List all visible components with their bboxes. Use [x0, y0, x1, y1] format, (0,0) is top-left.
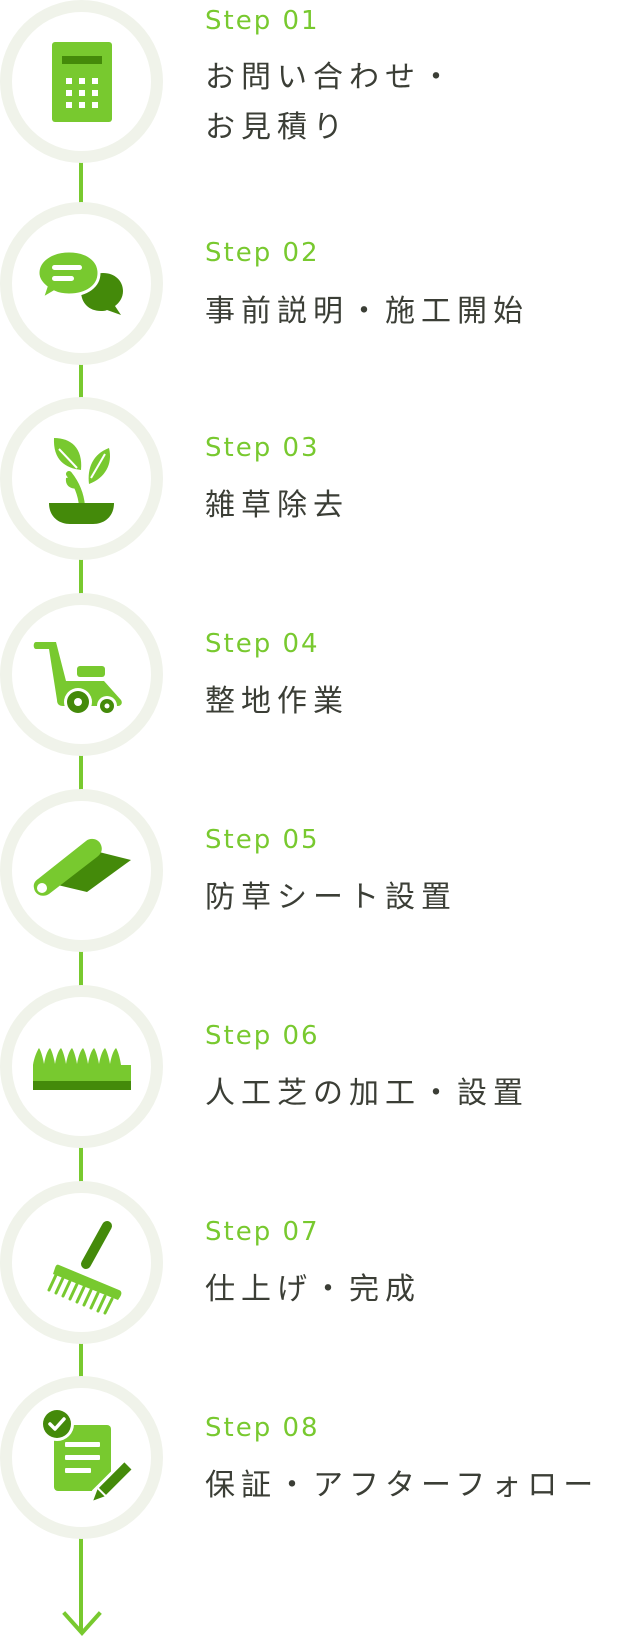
- step-title: 防草シート設置: [205, 880, 457, 915]
- step-title-line2: お見積り: [205, 110, 349, 145]
- connector-line: [79, 1536, 83, 1632]
- connector-line: [79, 362, 83, 400]
- step-title: 仕上げ・完成: [205, 1272, 421, 1307]
- document-check-pencil-icon: [21, 1397, 142, 1518]
- step-07: Step 07 仕上げ・完成: [0, 1181, 618, 1344]
- step-label: Step 01: [205, 6, 320, 36]
- step-08: Step 08 保証・アフターフォロー: [0, 1376, 618, 1539]
- step-label: Step 06: [205, 1021, 320, 1051]
- connector-line: [79, 752, 83, 792]
- step-01: Step 01 お問い合わせ・ お見積り: [0, 0, 618, 163]
- connector-line: [79, 948, 83, 988]
- speech-bubbles-icon: [21, 223, 142, 344]
- step-label: Step 03: [205, 433, 320, 463]
- plant-sprout-icon: [21, 418, 142, 539]
- calculator-icon: [21, 21, 142, 142]
- connector-line: [79, 1341, 83, 1381]
- lawn-mower-icon: [21, 614, 142, 735]
- step-02: Step 02 事前説明・施工開始: [0, 202, 618, 365]
- arrow-down-icon: [62, 1611, 102, 1636]
- step-05: Step 05 防草シート設置: [0, 789, 618, 952]
- step-label: Step 08: [205, 1413, 320, 1443]
- step-03: Step 03 雑草除去: [0, 397, 618, 560]
- step-label: Step 02: [205, 238, 320, 268]
- connector-line: [79, 1145, 83, 1185]
- step-06: Step 06 人工芝の加工・設置: [0, 985, 618, 1148]
- step-title: お問い合わせ・ お見積り: [205, 53, 457, 153]
- rake-icon: [21, 1202, 142, 1323]
- connector-line: [79, 556, 83, 596]
- step-title: 雑草除去: [205, 488, 349, 523]
- artificial-grass-icon: [21, 1006, 142, 1127]
- step-label: Step 04: [205, 629, 320, 659]
- step-title: 人工芝の加工・設置: [205, 1076, 529, 1111]
- step-label: Step 07: [205, 1217, 320, 1247]
- sheet-roll-icon: [21, 810, 142, 931]
- step-04: Step 04 整地作業: [0, 593, 618, 756]
- step-title: 事前説明・施工開始: [205, 294, 529, 329]
- step-title-line1: お問い合わせ・: [205, 60, 457, 95]
- connector-line: [79, 160, 83, 205]
- step-label: Step 05: [205, 825, 320, 855]
- step-title: 保証・アフターフォロー: [205, 1468, 600, 1503]
- step-title: 整地作業: [205, 684, 349, 719]
